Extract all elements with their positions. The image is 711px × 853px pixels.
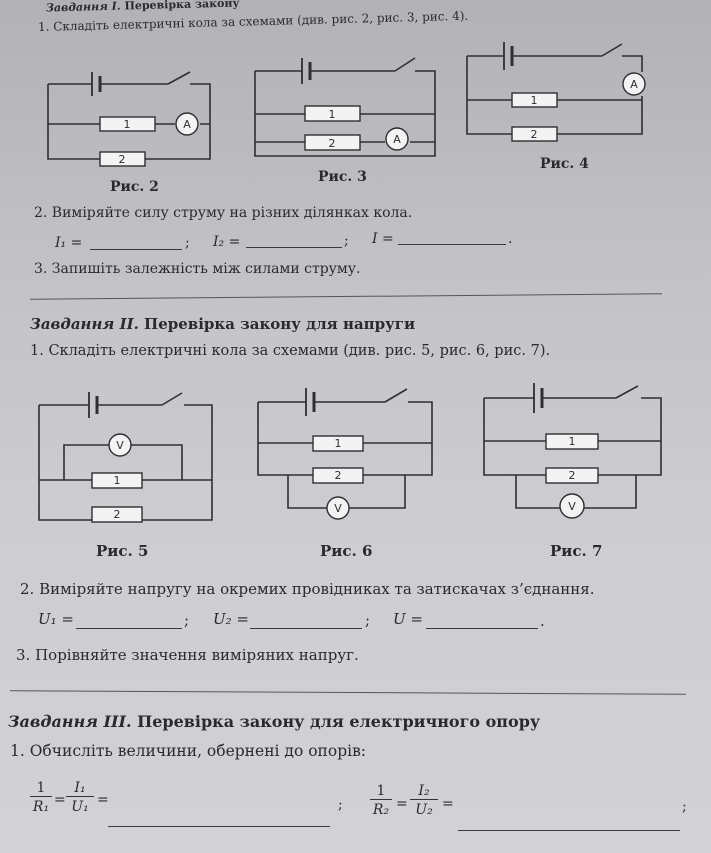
resistor-1-label: 1 [329, 108, 336, 121]
task1-question-1: 1. Складіть електричні кола за схемами (… [37, 8, 469, 34]
voltmeter-label: V [116, 439, 124, 452]
voltmeter-label: V [334, 502, 342, 515]
caption-fig3: Рис. 3 [318, 169, 367, 185]
resistor-1-label: 1 [531, 94, 538, 107]
caption-fig4: Рис. 4 [540, 156, 589, 172]
label-i: I = [372, 231, 394, 247]
blank-i2[interactable] [246, 247, 342, 248]
task2-question-1: 1. Складіть електричні кола за схемами (… [30, 343, 551, 359]
circuit-fig4: 1 2 A [466, 42, 646, 142]
equals-sign: = [396, 796, 408, 812]
task2-title: Завдання II. Перевірка закону для напруг… [30, 315, 416, 333]
caption-fig2: Рис. 2 [110, 179, 159, 195]
caption-fig5: Рис. 5 [96, 542, 149, 560]
task3-title: Завдання III. Перевірка закону для елект… [8, 712, 541, 731]
equals-sign: = [54, 792, 66, 808]
label-i2: I₂ = [213, 234, 241, 250]
denominator: R₁ [30, 796, 52, 815]
blank-i[interactable] [398, 244, 506, 245]
fraction-1-over-r1: 1 R₁ [30, 780, 52, 815]
task1-question-2: 2. Виміряйте силу струму на різних ділян… [34, 205, 413, 221]
blank-u1[interactable] [76, 628, 182, 629]
resistor-1-label: 1 [335, 437, 342, 450]
task2-question-2: 2. Виміряйте напругу на окремих провідни… [20, 580, 595, 598]
separator: ; [338, 797, 343, 813]
resistor-2-label: 2 [329, 137, 336, 150]
separator: ; [365, 611, 371, 629]
circuit-fig7: 1 2 V [483, 383, 662, 519]
numerator: 1 [36, 780, 46, 796]
label-u1: U₁ = [38, 610, 74, 628]
ammeter-label: A [630, 78, 638, 91]
resistor-2-label: 2 [569, 469, 576, 482]
label-u2: U₂ = [213, 610, 249, 628]
fraction-i2-over-u2: I₂ U₂ [410, 783, 438, 818]
fraction-i1-over-u1: I₁ U₁ [66, 780, 94, 815]
circuit-fig6: 1 2 V [257, 388, 433, 520]
circuit-fig3: 1 2 A [254, 57, 436, 157]
denominator: U₁ [66, 796, 94, 815]
fraction-1-over-r2: 1 R₂ [370, 783, 392, 818]
circuit-fig5: V 1 2 [38, 392, 213, 523]
denominator: U₂ [410, 799, 438, 818]
separator: ; [682, 799, 687, 815]
equals-sign: = [97, 792, 109, 808]
resistor-2-label: 2 [531, 128, 538, 141]
denominator: R₂ [370, 799, 392, 818]
equals-sign: = [442, 796, 454, 812]
resistor-2-label: 2 [335, 469, 342, 482]
caption-fig6: Рис. 6 [320, 542, 373, 560]
resistor-1-label: 1 [114, 474, 121, 487]
separator: ; [184, 611, 190, 629]
ammeter-label: A [183, 118, 191, 131]
task2-question-3: 3. Порівняйте значення виміряних напруг. [16, 646, 359, 664]
task3-question-1: 1. Обчисліть величини, обернені до опорі… [10, 742, 367, 760]
circuit-fig2: 1 A 2 [47, 71, 211, 167]
resistor-2-label: 2 [119, 153, 126, 166]
numerator: 1 [376, 783, 386, 799]
blank-1-over-r1[interactable] [108, 826, 330, 827]
resistor-1-label: 1 [124, 118, 131, 131]
period: . [540, 612, 545, 630]
blank-i1[interactable] [90, 249, 182, 250]
resistor-2-label: 2 [114, 508, 121, 521]
task1-title: Завдання I. Перевірка закону [45, 0, 240, 15]
voltmeter-label: V [568, 500, 576, 513]
separator: ; [344, 233, 349, 249]
blank-1-over-r2[interactable] [458, 830, 680, 831]
blank-u[interactable] [426, 628, 538, 629]
label-i1: I₁ = [55, 235, 83, 251]
separator: ; [185, 235, 190, 251]
numerator: I₂ [418, 783, 430, 799]
ammeter-label: A [393, 133, 401, 146]
blank-u2[interactable] [250, 628, 362, 629]
resistor-1-label: 1 [569, 435, 576, 448]
label-u: U = [393, 610, 423, 628]
period: . [508, 231, 513, 247]
task1-question-3: 3. Запишіть залежність між силами струму… [34, 261, 361, 277]
answer-line-task1[interactable] [30, 293, 662, 300]
answer-line-task2[interactable] [10, 690, 686, 695]
caption-fig7: Рис. 7 [550, 542, 603, 560]
numerator: I₁ [74, 780, 86, 796]
